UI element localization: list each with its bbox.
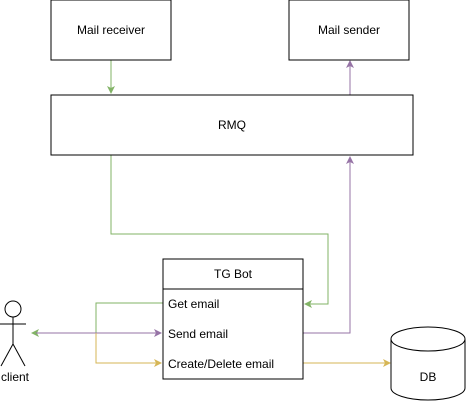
db-label: DB xyxy=(420,370,437,384)
edge-rmq-to-get-email xyxy=(110,155,329,308)
connectors xyxy=(31,60,391,367)
mail-receiver-label: Mail receiver xyxy=(77,23,145,37)
rmq-node: RMQ xyxy=(50,94,414,156)
mail-sender-node: Mail sender xyxy=(288,0,410,61)
client-left-leg xyxy=(0,343,14,367)
tg-bot-title: TG Bot xyxy=(214,267,253,281)
edge-get-email-to-client xyxy=(31,302,163,337)
tg-bot-row-create-delete-email: Create/Delete email xyxy=(168,357,274,371)
db-node: DB xyxy=(390,326,466,401)
edge-send-email-to-rmq xyxy=(303,156,354,334)
tg-bot-row-send-email: Send email xyxy=(168,327,228,341)
client-label: client xyxy=(1,370,30,384)
client-head xyxy=(4,300,22,318)
client-right-leg xyxy=(12,343,26,367)
client-actor xyxy=(0,300,26,367)
tg-bot-node: TG Bot Get email Send email Create/Delet… xyxy=(162,258,304,380)
mail-receiver-node: Mail receiver xyxy=(50,0,172,61)
edge-client-to-create-delete-email xyxy=(95,333,162,367)
mail-sender-label: Mail sender xyxy=(318,23,380,37)
tg-bot-row-get-email: Get email xyxy=(168,297,219,311)
rmq-label: RMQ xyxy=(218,118,246,132)
